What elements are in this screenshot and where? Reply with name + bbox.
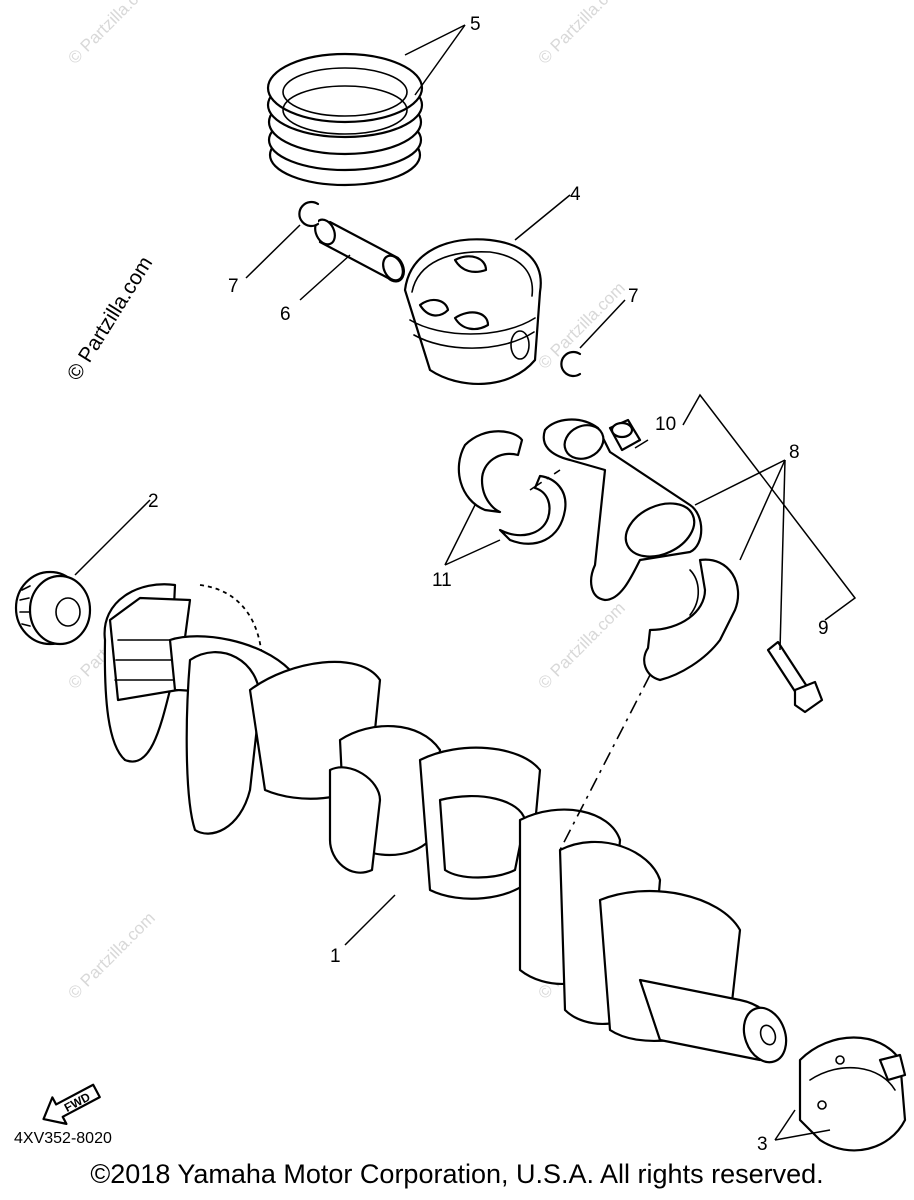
crankshaft-drawing bbox=[103, 583, 788, 1064]
diagram-code: 4XV352-8020 bbox=[14, 1130, 112, 1147]
piston-ring-set-drawing bbox=[266, 52, 424, 187]
copyright-notice: ©2018 Yamaha Motor Corporation, U.S.A. A… bbox=[90, 1159, 824, 1189]
callout-11: 11 bbox=[432, 570, 452, 591]
watermark: © Partzilla.com bbox=[63, 252, 157, 384]
crank-sprocket-drawing bbox=[14, 570, 92, 646]
piston-pin-clip-drawing bbox=[298, 200, 582, 378]
callout-5: 5 bbox=[470, 14, 481, 35]
callout-9: 9 bbox=[818, 618, 829, 639]
piston-pin-drawing bbox=[314, 218, 405, 283]
watermark: © Partzilla.com bbox=[534, 278, 628, 372]
callout-1: 1 bbox=[330, 946, 341, 967]
piston-drawing bbox=[403, 238, 542, 385]
callout-4: 4 bbox=[570, 184, 581, 205]
main-bearing-drawing bbox=[798, 1036, 907, 1152]
callout-6: 6 bbox=[280, 304, 291, 325]
callout-7a: 7 bbox=[228, 276, 239, 297]
rod-bolt-drawing bbox=[766, 640, 824, 714]
watermark: © Partzilla.com bbox=[534, 598, 628, 692]
forward-arrow-icon: FWD bbox=[42, 1083, 101, 1125]
callout-3: 3 bbox=[757, 1134, 768, 1155]
connecting-rod-drawing bbox=[542, 418, 703, 602]
callout-7b: 7 bbox=[628, 286, 639, 307]
watermark: © Partzilla.com bbox=[534, 0, 628, 68]
callout-10: 10 bbox=[655, 414, 676, 435]
callouts: 1 2 3 4 5 6 7 7 8 9 10 11 bbox=[148, 14, 829, 1155]
callout-8: 8 bbox=[789, 442, 800, 463]
watermark: © Partzilla.com bbox=[64, 908, 158, 1002]
callout-2: 2 bbox=[148, 491, 159, 512]
leader-lines bbox=[74, 24, 857, 1141]
rod-bearing-drawing bbox=[457, 430, 567, 545]
watermark: © Partzilla.com bbox=[64, 0, 158, 68]
connecting-rod-cap-drawing bbox=[643, 558, 740, 682]
